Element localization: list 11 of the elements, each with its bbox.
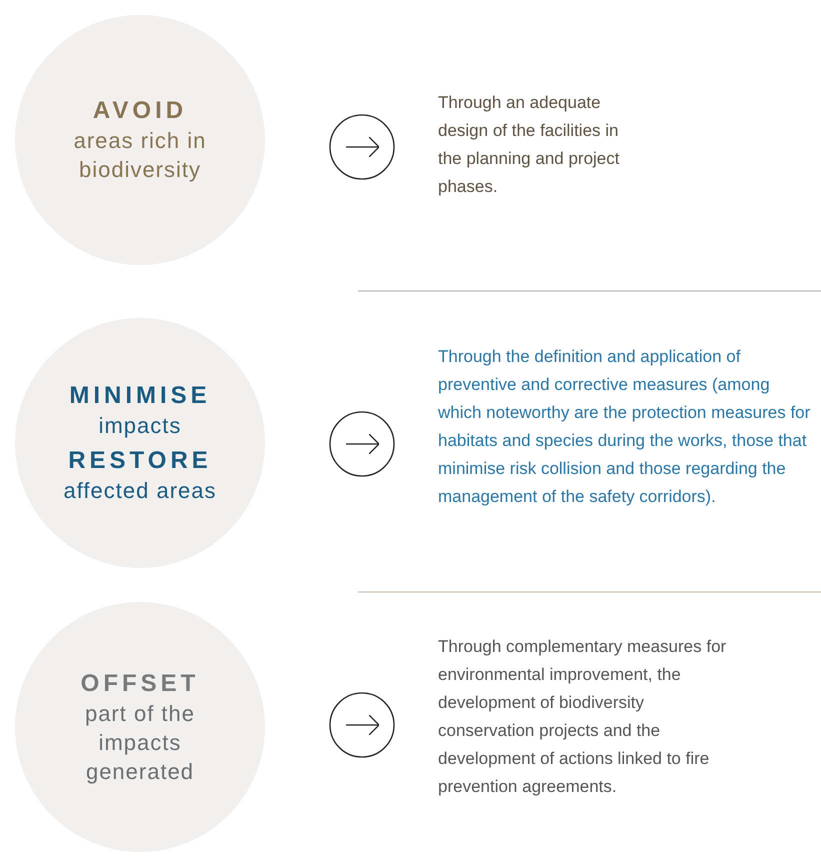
heading: RESTORE [68,446,212,476]
subheading: impacts [98,412,182,440]
subheading: areas rich in biodiversity [72,127,208,184]
heading: MINIMISE [69,381,211,411]
heading: AVOID [92,96,188,126]
description: Through the definition and application of preventive and corrective measures (among which noteworthy are the protection measures for habitats and species during the works, those that minimise risk collision and those regarding the management of the safety corridors). [378,343,813,511]
description: Through complementary measures for environmental improvement, the development of biodiversity conservation projects and the development of actions linked to fire prevention agreements. [378,633,728,801]
heading: OFFSET [80,668,200,698]
description: Through an adequate design of the facilities in the planning and project phases. [378,89,643,201]
subheading: affected areas [62,477,218,505]
subheading: part of the impacts generated [84,700,196,786]
